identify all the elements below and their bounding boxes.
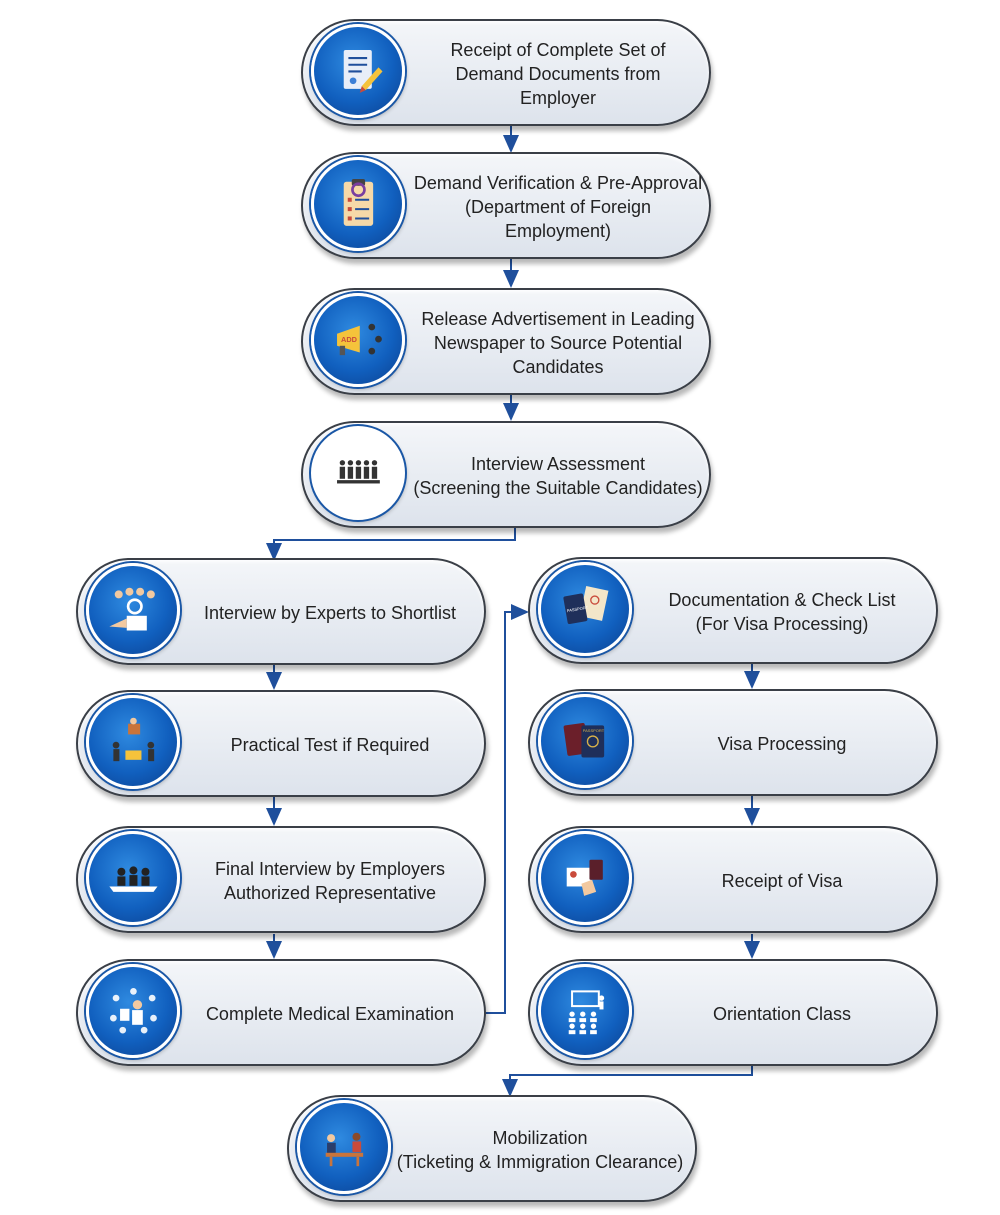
svg-text:PASSPORT: PASSPORT — [566, 604, 589, 613]
step-label: Receipt of Visa — [721, 870, 843, 891]
step-label: Demand Verification & Pre-Approval(Depar… — [413, 173, 703, 241]
step-label: Interview by Experts to Shortlist — [203, 602, 457, 623]
medical-icon — [86, 964, 180, 1058]
classroom-icon — [538, 964, 632, 1058]
svg-text:ADD: ADD — [341, 334, 357, 343]
passport-documents-icon: PASSPORT — [538, 562, 632, 656]
step-label: Interview Assessment(Screening the Suita… — [413, 454, 703, 498]
candidates-icon — [311, 426, 405, 520]
meeting-icon — [297, 1100, 391, 1194]
passports-icon: PASSPORT — [538, 694, 632, 788]
step-label: Visa Processing — [717, 733, 847, 754]
step-label: Practical Test if Required — [230, 734, 430, 755]
visa-icon — [538, 831, 632, 925]
svg-text:PASSPORT: PASSPORT — [582, 728, 604, 733]
arrow-s12-s13 — [502, 1065, 753, 1097]
clipboard-magnifier-icon — [311, 157, 405, 251]
megaphone-icon: ADD — [311, 293, 405, 387]
step-label: Orientation Class — [712, 1003, 852, 1024]
step-label: Complete Medical Examination — [205, 1003, 455, 1024]
arrow-s8-s9 — [483, 604, 529, 1014]
experts-icon — [86, 563, 180, 657]
document-pen-icon — [311, 24, 405, 118]
step-label: Documentation & Check List(For Visa Proc… — [668, 590, 896, 634]
arrow-s4-s5 — [266, 527, 516, 561]
workers-icon — [86, 695, 180, 789]
interview-panel-icon — [86, 831, 180, 925]
step-label: Mobilization(Ticketing & Immigration Cle… — [396, 1127, 684, 1172]
